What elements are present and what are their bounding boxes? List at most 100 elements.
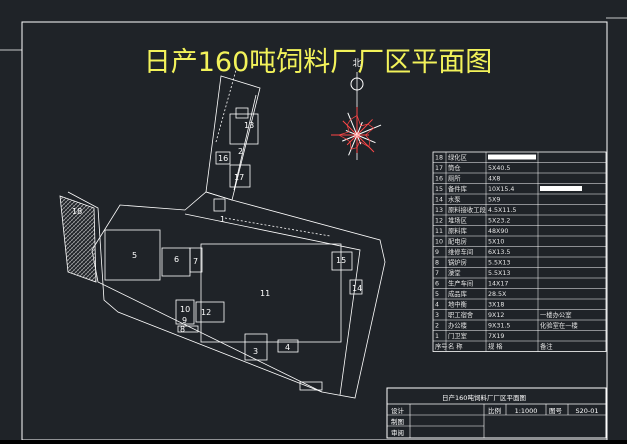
title-block-scale-label: 比例	[488, 406, 501, 415]
legend-row-15-name: 备件库	[448, 184, 467, 193]
zone-outline-4	[277, 339, 299, 353]
legend-row-13-name: 原料接收工段	[448, 205, 486, 214]
legend-row-8-name: 锅炉房	[448, 258, 467, 267]
north-compass: 北	[331, 58, 382, 160]
legend-row-2-spec: 9X31.5	[488, 323, 510, 330]
site-boundary-main	[91, 191, 386, 399]
legend-row-5-no: 5	[435, 291, 439, 298]
legend-row-11-spec: 48X90	[488, 228, 508, 235]
legend-row-6-name: 生产车间	[448, 279, 473, 288]
wind-rose-ray	[346, 134, 358, 146]
legend-row-12-spec: 5X23.2	[488, 218, 510, 225]
wind-rose-ray	[356, 124, 382, 136]
legend-row-12-no: 12	[435, 218, 443, 225]
legend-row-14-spec: 5X9	[488, 197, 500, 204]
wind-rose-ray	[356, 121, 363, 136]
legend-row-2-no: 2	[435, 323, 439, 330]
wind-rose-ray	[356, 134, 375, 153]
legend-swatch-15	[540, 186, 582, 191]
legend-row-1-no: 1	[435, 333, 439, 340]
legend-row-16-spec: 4X8	[488, 176, 500, 183]
legend-row-14-name: 水泵	[448, 195, 461, 204]
legend-row-15-no: 15	[435, 186, 443, 193]
site-road-east	[184, 213, 361, 396]
zone-label-10: 10	[180, 305, 190, 314]
legend-row-4-name: 地中衡	[448, 300, 468, 309]
legend-row-10-spec: 5X10	[488, 239, 504, 246]
legend-header-spec: 规 格	[488, 342, 503, 351]
legend-header-note: 备注	[540, 342, 553, 351]
legend-row-14-no: 14	[435, 197, 443, 204]
legend-row-4-no: 4	[435, 302, 439, 309]
legend-row-13-no: 13	[435, 207, 443, 214]
zone-outline-16	[215, 151, 231, 165]
legend-row-3-name: 职工宿舍	[448, 310, 474, 319]
site-plan	[59, 69, 386, 399]
zone-outline-11	[200, 243, 342, 343]
zone-outline-3	[244, 333, 268, 361]
legend-row-10-no: 10	[435, 239, 443, 246]
legend-row-3-note: 一楼办公室	[540, 310, 571, 319]
zone-label-9: 9	[182, 316, 187, 325]
legend-header-no: 序号	[435, 342, 448, 351]
legend-row-2-name: 办公楼	[448, 321, 468, 330]
zone-label-18: 18	[72, 207, 82, 216]
zone-outline-17	[229, 164, 251, 188]
legend-row-8-spec: 5.5X13	[488, 260, 510, 267]
wind-rose-ray	[345, 129, 358, 136]
wind-rose	[331, 107, 382, 156]
legend-frame	[432, 151, 607, 352]
legend-row-11-no: 11	[435, 228, 443, 235]
title-block-scale-value: 1:1000	[515, 407, 538, 415]
drawing-title: 日产160吨饲料厂厂区平面图	[144, 47, 493, 78]
zone-outline-5	[104, 229, 161, 281]
legend-row-1-name: 门卫室	[448, 331, 467, 340]
site-road-west	[67, 191, 323, 393]
legend-row-18-name: 绿化区	[448, 153, 467, 162]
zone-outline-12	[195, 301, 225, 323]
legend-row-7-name: 澡堂	[448, 268, 461, 277]
title-block-drawing-label: 制图	[391, 417, 404, 426]
legend-header-name: 名 称	[448, 342, 463, 351]
zone-label-16: 16	[218, 154, 228, 163]
legend-row-5-name: 成品库	[448, 289, 467, 298]
legend-row-3-no: 3	[435, 312, 439, 319]
legend-row-7-no: 7	[435, 270, 439, 277]
title-block-title: 日产160吨饲料厂厂区平面图	[442, 393, 526, 402]
legend-row-13-spec: 4.5X11.5	[488, 207, 516, 214]
zone-outline-2	[229, 113, 259, 145]
legend-row-1-spec: 7X19	[488, 333, 504, 340]
site-road-north	[233, 94, 257, 191]
legend-row-4-spec: 3X18	[488, 302, 504, 309]
wind-rose-ray	[347, 112, 358, 136]
legend-row-6-spec: 14X17	[488, 281, 508, 288]
wind-rose-outline	[337, 114, 375, 150]
zone-outline-18-green	[59, 195, 97, 283]
title-block-design-label: 设计	[391, 406, 405, 415]
fence-north	[224, 217, 331, 237]
zone-label-7: 7	[193, 257, 198, 266]
legend-row-11-name: 原料库	[448, 226, 467, 235]
title-block-frame	[386, 387, 607, 439]
wind-rose-ray	[342, 120, 358, 136]
title-block-number-label: 图号	[549, 407, 563, 415]
zone-label-15: 15	[336, 256, 346, 265]
fence-wing	[215, 69, 237, 143]
zone-label-12: 12	[201, 308, 211, 317]
legend-row-2-note: 化验室在一楼	[540, 321, 578, 330]
zone-label-14: 14	[352, 284, 362, 293]
legend-row-5-spec: 28.5X	[488, 291, 507, 298]
zone-label-1: 1	[220, 215, 225, 224]
wind-rose-ray	[342, 134, 358, 142]
wind-rose-ray	[348, 134, 358, 156]
zone-outline-7	[189, 247, 203, 273]
legend-row-9-no: 9	[435, 249, 439, 256]
legend-row-9-name: 维修车间	[448, 247, 473, 256]
wind-rose-ray	[356, 134, 376, 144]
zone-outline-1	[299, 381, 323, 391]
zone-label-5: 5	[132, 251, 137, 260]
legend-row-16-no: 16	[435, 176, 443, 183]
legend-row-9-spec: 6X13.5	[488, 249, 510, 256]
legend-swatch-18	[488, 154, 536, 160]
